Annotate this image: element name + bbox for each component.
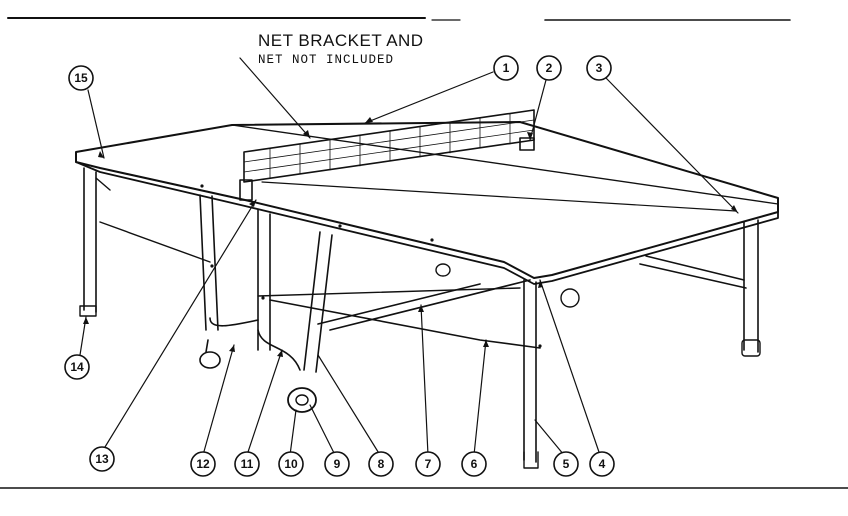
- callout-7: 7: [415, 451, 441, 477]
- callout-2: 2: [536, 55, 562, 81]
- callout-11: 11: [234, 451, 260, 477]
- svg-text:14: 14: [70, 360, 84, 374]
- callout-13: 13: [89, 446, 115, 472]
- svg-text:9: 9: [334, 457, 341, 471]
- svg-text:10: 10: [284, 457, 298, 471]
- callout-8: 8: [368, 451, 394, 477]
- svg-text:7: 7: [425, 457, 432, 471]
- svg-text:12: 12: [196, 457, 210, 471]
- callout-14: 14: [64, 354, 90, 380]
- callout-5: 5: [553, 451, 579, 477]
- svg-text:15: 15: [74, 71, 88, 85]
- svg-text:8: 8: [378, 457, 385, 471]
- svg-text:5: 5: [563, 457, 570, 471]
- leader-arrowheads: [83, 117, 738, 357]
- leader-lines: [79, 57, 739, 456]
- callout-3: 3: [586, 55, 612, 81]
- svg-text:3: 3: [596, 61, 603, 75]
- svg-text:1: 1: [503, 61, 510, 75]
- callout-4: 4: [589, 451, 615, 477]
- svg-text:11: 11: [241, 457, 254, 471]
- callout-6: 6: [461, 451, 487, 477]
- callout-9: 9: [324, 451, 350, 477]
- callout-12: 12: [190, 451, 216, 477]
- svg-text:2: 2: [546, 61, 553, 75]
- callout-15: 15: [68, 65, 94, 91]
- net: [243, 109, 535, 183]
- svg-text:4: 4: [599, 457, 606, 471]
- svg-text:13: 13: [95, 452, 109, 466]
- note-line-1: NET BRACKET AND: [258, 31, 424, 50]
- table-drawing: [75, 109, 779, 469]
- note-line-2: NET NOT INCLUDED: [258, 53, 394, 67]
- table-top: [75, 121, 779, 279]
- callout-10: 10: [278, 451, 304, 477]
- top-border-lines: [7, 17, 791, 21]
- svg-text:6: 6: [471, 457, 478, 471]
- callout-1: 1: [493, 55, 519, 81]
